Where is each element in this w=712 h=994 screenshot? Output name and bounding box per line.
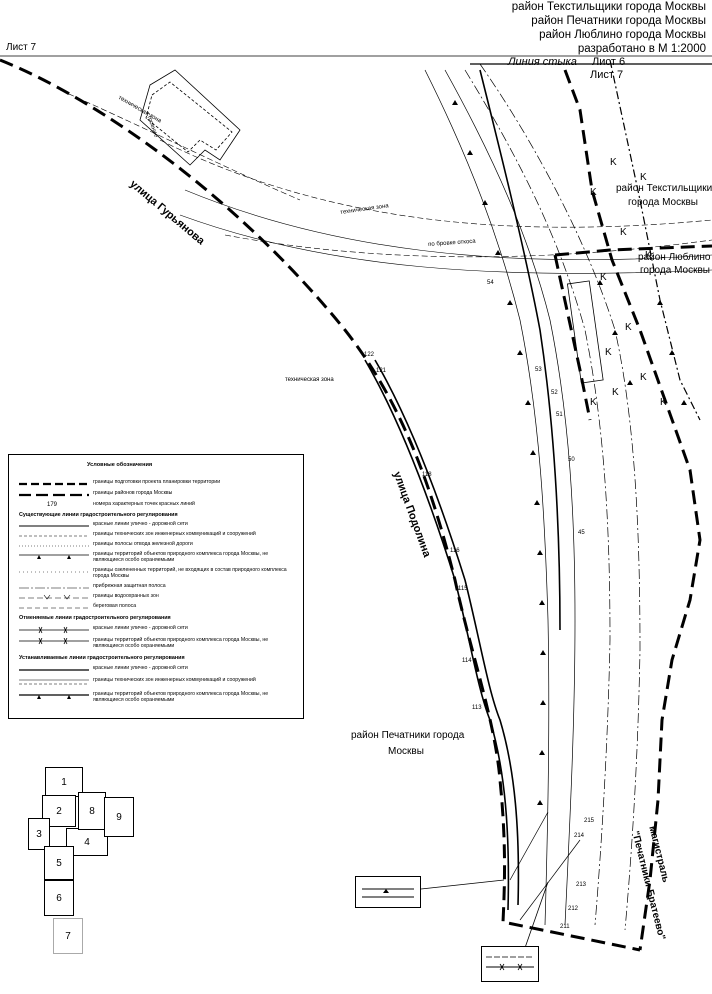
point-number: 113 (472, 705, 482, 711)
sheet-index-9: 9 (104, 797, 134, 837)
legend-symbol-district-boundary (19, 493, 89, 497)
sheet-index-5: 5 (44, 846, 74, 880)
point-number: 213 (576, 882, 587, 888)
join-line-label: Линия стыка (508, 56, 577, 68)
district-boundary (609, 59, 701, 421)
legend-item: границы территорий объектов природного к… (13, 637, 299, 651)
tech-zone-lines (59, 89, 712, 274)
point-number: 45 (578, 530, 585, 536)
legend-item: красные линии улично - дорожной сети (19, 665, 188, 671)
svg-text:K: K (625, 322, 632, 333)
legend-item: границы районов города Москвы (13, 490, 299, 499)
nature-marks: K K K K K K K K K K K K (590, 157, 667, 408)
sheet-index-3: 3 (28, 818, 50, 850)
legend-item: 179 номера характерных точек красных лин… (13, 501, 299, 510)
legend-item: границы технических зон инженерных комму… (19, 677, 256, 685)
svg-text:K: K (600, 272, 607, 283)
header-scale: разработано в М 1:2000 (577, 43, 706, 55)
point-number: 122 (364, 352, 375, 358)
point-number: 121 (376, 368, 387, 374)
point-number: 211 (560, 924, 570, 930)
point-number: 115 (458, 586, 468, 592)
legend-marker-number: 179 (47, 502, 58, 508)
red-line-symbol-box (355, 876, 421, 908)
legend-item: границы территорий объектов природного к… (13, 551, 299, 565)
svg-text:K: K (660, 397, 667, 408)
point-number: 214 (574, 833, 585, 839)
point-number: 114 (462, 658, 472, 664)
building-outline (139, 69, 604, 384)
svg-text:K: K (612, 387, 619, 398)
legend-title: Условные обозначения (87, 462, 153, 468)
legend-item: красные линии улично - дорожной сети (19, 521, 188, 527)
point-number: 53 (535, 367, 542, 373)
street-lines (424, 63, 641, 931)
point-number: 54 (487, 280, 494, 286)
tech-zone-label-2: техническая зона (285, 377, 334, 383)
red-lines (364, 69, 561, 911)
legend-item: береговая полоса (19, 603, 137, 609)
svg-text:K: K (620, 227, 627, 238)
header-district-lyublino: район Люблино города Москвы (539, 29, 706, 41)
svg-text:K: K (640, 372, 647, 383)
legend-item: границы водоохранных зон (13, 593, 299, 602)
point-number: 50 (568, 457, 575, 463)
legend-item: границы подготовки проекта планировки те… (13, 479, 299, 488)
legend-section-existing: Существующие линии градостроительного ре… (19, 512, 178, 518)
svg-text:K: K (605, 347, 612, 358)
legend-item: границы озелененных территорий, не входя… (19, 567, 287, 579)
district-pechatniki-label-2: Москвы (388, 746, 424, 757)
legend-item: границы полосы отвода железной дороги (19, 541, 193, 547)
sheet-index-1: 1 (45, 767, 83, 797)
sheet-index-6: 6 (44, 880, 74, 916)
svg-text:K: K (590, 397, 597, 408)
legend-item: прибрежная защитная полоса (19, 583, 166, 589)
legend-item: границы территорий объектов природного к… (13, 691, 299, 705)
legend-item: границы технических зон инженерных комму… (19, 531, 256, 537)
project-boundary (0, 58, 712, 952)
legend-symbol-project-boundary (19, 482, 89, 486)
sheet-number-left: Лист 7 (6, 42, 37, 53)
sheet-index-8: 8 (78, 792, 106, 830)
point-number: 212 (568, 906, 579, 912)
district-tekstilshchiki-label-2: города Москвы (628, 197, 698, 208)
district-lyublino-label-2: города Москвы (640, 265, 710, 276)
svg-text:K: K (590, 187, 597, 198)
join-sheet-a: Лист 6 (592, 56, 626, 68)
district-tekstilshchiki-label-1: район Текстильщики (616, 183, 712, 194)
legend-section-established: Устанавливаемые линии градостроительного… (19, 655, 185, 661)
point-number: 51 (556, 412, 563, 418)
svg-text:K: K (645, 250, 652, 261)
header-district-pechatniki: район Печатники города Москвы (531, 15, 706, 27)
legend-item: красные линии улично - дорожной сети (13, 625, 299, 634)
district-lyublino-label-1: район Люблино (638, 252, 711, 263)
map-legend: Условные обозначения границы подготовки … (8, 454, 304, 719)
svg-text:K: K (640, 172, 647, 183)
sheet-index-7: 7 (53, 918, 83, 954)
point-number: 52 (551, 390, 558, 396)
nature-boundary-markers (452, 100, 687, 805)
point-number: 215 (584, 818, 595, 824)
join-sheet-b: Лист 7 (590, 69, 624, 81)
cancelled-line-symbol-box (481, 946, 539, 982)
point-number: 118 (422, 472, 432, 478)
point-number: 116 (450, 548, 460, 554)
header-district-tekstilshchiki: район Текстильщики города Москвы (511, 1, 706, 13)
legend-section-cancelled: Отменяемые линии градостроительного регу… (19, 615, 171, 621)
district-pechatniki-label-1: район Печатники города (351, 730, 465, 741)
svg-text:K: K (610, 157, 617, 168)
